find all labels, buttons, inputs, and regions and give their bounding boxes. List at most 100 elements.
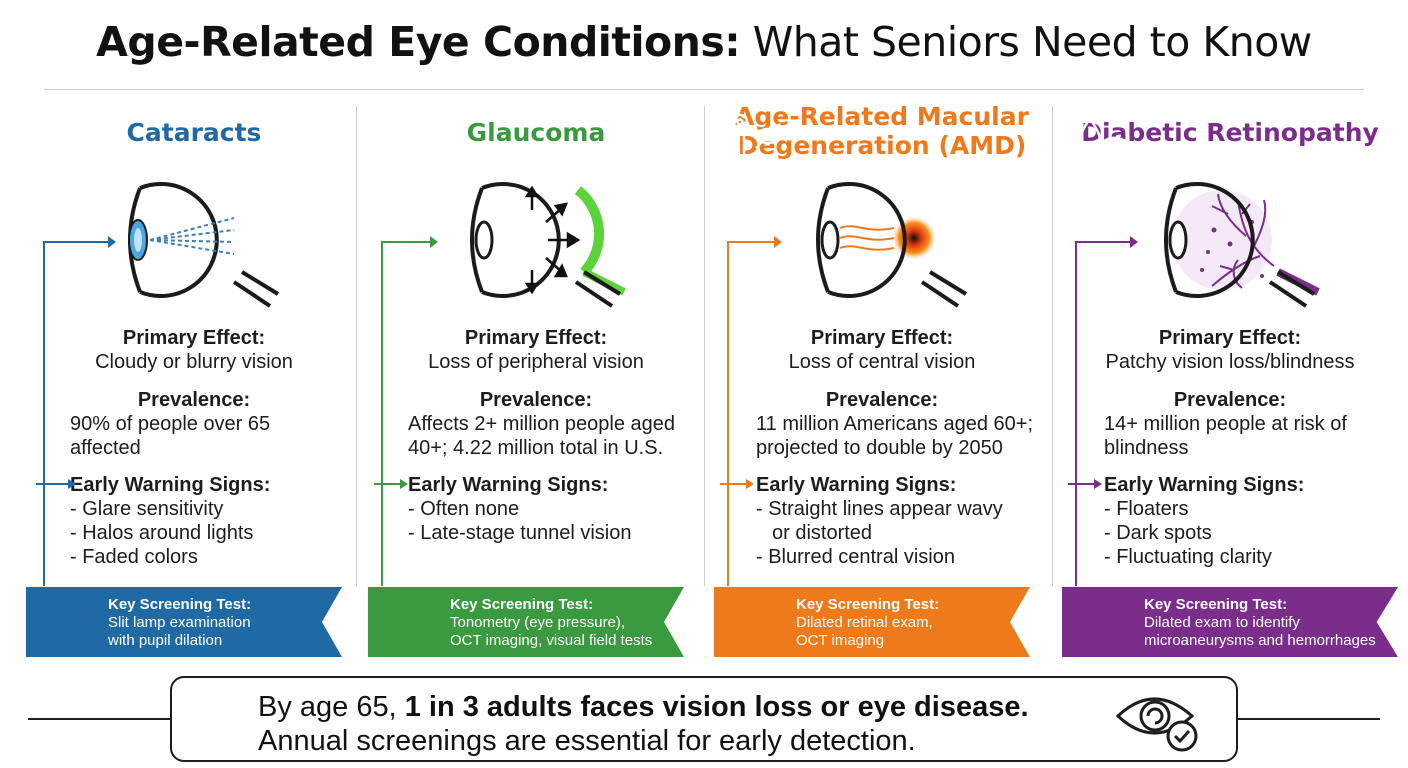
prevalence-section: Prevalence: 14+ million people at risk o… bbox=[1062, 388, 1398, 460]
warning-sign: - Blurred central vision bbox=[756, 546, 955, 568]
primary-effect-text: Loss of peripheral vision bbox=[428, 351, 644, 373]
primary-effect-section: Primary Effect: Cloudy or blurry vision bbox=[26, 326, 362, 374]
key-message-line-2: Annual screenings are essential for earl… bbox=[258, 725, 916, 757]
prevalence-section: Prevalence: Affects 2+ million people ag… bbox=[368, 388, 704, 460]
blood-drop-eye-icon bbox=[1078, 115, 1134, 156]
warning-signs-label: Early Warning Signs: bbox=[70, 474, 271, 496]
warning-sign: - Fluctuating clarity bbox=[1104, 546, 1272, 568]
prevalence-label: Prevalence: bbox=[137, 389, 251, 411]
key-message: By age 65, 1 in 3 adults faces vision lo… bbox=[258, 690, 1029, 758]
column-divider bbox=[1052, 106, 1053, 586]
key-message-lead: By age 65, bbox=[258, 691, 405, 723]
bottom-rule-left bbox=[28, 718, 172, 720]
screening-label: Key Screening Test: bbox=[1144, 596, 1288, 613]
warning-sign: - Halos around lights bbox=[70, 522, 254, 544]
primary-effect-label: Primary Effect: bbox=[464, 327, 608, 349]
key-message-highlight: 1 in 3 adults faces vision loss or eye d… bbox=[404, 691, 1029, 723]
primary-effect-text: Loss of central vision bbox=[788, 351, 976, 373]
condition-column-retinopathy: Diabetic Retinopathy Primary Effect: Pat… bbox=[1062, 100, 1398, 660]
screening-label: Key Screening Test: bbox=[108, 596, 252, 613]
magnifier-icon bbox=[44, 116, 88, 160]
prevalence-line: 11 million Americans aged 60+; bbox=[756, 413, 1034, 435]
column-divider bbox=[704, 106, 705, 586]
prevalence-line: blindness bbox=[1104, 437, 1189, 459]
screening-line: Dilated exam to identify bbox=[1144, 614, 1300, 631]
eye-check-icon bbox=[1115, 697, 1198, 752]
title-bold: Age-Related Eye Conditions: bbox=[96, 18, 741, 66]
warning-signs-section: Early Warning Signs: - Often none - Late… bbox=[368, 473, 704, 545]
prevalence-line: affected bbox=[70, 437, 141, 459]
title-light: What Seniors Need to Know bbox=[752, 18, 1313, 66]
warning-sign: - Faded colors bbox=[70, 546, 198, 568]
screening-text: Key Screening Test: Dilated exam to iden… bbox=[1144, 596, 1384, 650]
title-divider bbox=[44, 89, 1364, 90]
screening-label: Key Screening Test: bbox=[450, 596, 594, 613]
warning-sign: - Straight lines appear wavy bbox=[756, 498, 1003, 520]
warning-sign: - Dark spots bbox=[1104, 522, 1212, 544]
condition-column-cataracts: Cataracts Primary Effect: Cloudy or blur… bbox=[26, 100, 362, 660]
condition-title: Diabetic Retinopathy bbox=[1081, 118, 1379, 147]
warning-signs-label: Early Warning Signs: bbox=[408, 474, 609, 496]
screening-line: Slit lamp examination bbox=[108, 614, 251, 631]
condition-title: Glaucoma bbox=[466, 118, 606, 147]
primary-effect-label: Primary Effect: bbox=[122, 327, 266, 349]
screening-line: OCT imaging bbox=[796, 632, 885, 649]
key-message-line-1: By age 65, 1 in 3 adults faces vision lo… bbox=[258, 690, 1029, 724]
primary-effect-text: Cloudy or blurry vision bbox=[95, 351, 293, 373]
condition-title-line: Age-Related Macular bbox=[735, 102, 1029, 131]
condition-column-glaucoma: Glaucoma Primary Effect: Loss of periphe… bbox=[368, 100, 704, 660]
warning-signs-section: Early Warning Signs: - Floaters - Dark s… bbox=[1062, 473, 1398, 569]
prevalence-label: Prevalence: bbox=[1173, 389, 1287, 411]
cataract-eye-icon bbox=[128, 182, 280, 308]
screening-label: Key Screening Test: bbox=[796, 596, 940, 613]
primary-effect-section: Primary Effect: Loss of peripheral visio… bbox=[368, 326, 704, 374]
primary-effect-label: Primary Effect: bbox=[1158, 327, 1302, 349]
warning-signs-section: Early Warning Signs: - Glare sensitivity… bbox=[26, 473, 362, 569]
primary-effect-label: Primary Effect: bbox=[810, 327, 954, 349]
ophthalmoscope-icon bbox=[731, 113, 784, 158]
warning-sign: - Late-stage tunnel vision bbox=[408, 522, 632, 544]
screening-banner bbox=[368, 587, 684, 657]
primary-effect-section: Primary Effect: Loss of central vision bbox=[714, 326, 1050, 374]
screening-banner bbox=[26, 587, 342, 657]
warning-sign: - Often none bbox=[408, 498, 520, 520]
key-message-box: By age 65, 1 in 3 adults faces vision lo… bbox=[170, 676, 1238, 762]
connector-arrow bbox=[1068, 236, 1138, 586]
prevalence-section: Prevalence: 90% of people over 65 affect… bbox=[26, 388, 362, 460]
prevalence-line: 40+; 4.22 million total in U.S. bbox=[408, 437, 664, 459]
retinopathy-eye-icon bbox=[1164, 182, 1320, 308]
amd-eye-icon bbox=[816, 182, 968, 308]
prevalence-label: Prevalence: bbox=[479, 389, 593, 411]
prevalence-section: Prevalence: 11 million Americans aged 60… bbox=[714, 388, 1050, 460]
bottom-rule-right bbox=[1236, 718, 1380, 720]
condition-title: Age-Related Macular Degeneration (AMD) bbox=[714, 102, 1050, 160]
screening-line: OCT imaging, visual field tests bbox=[450, 632, 653, 649]
condition-column-amd: Age-Related Macular Degeneration (AMD) P… bbox=[714, 100, 1050, 660]
connector-arrow bbox=[374, 236, 438, 586]
screening-line: Dilated retinal exam, bbox=[796, 614, 933, 631]
prevalence-line: 14+ million people at risk of bbox=[1104, 413, 1347, 435]
warning-signs-section: Early Warning Signs: - Straight lines ap… bbox=[714, 473, 1050, 569]
warning-sign: - Glare sensitivity bbox=[70, 498, 224, 520]
glaucoma-eye-icon bbox=[470, 182, 626, 308]
prevalence-line: projected to double by 2050 bbox=[756, 437, 1003, 459]
primary-effect-text: Patchy vision loss/blindness bbox=[1105, 351, 1355, 373]
column-divider bbox=[356, 106, 357, 586]
warning-signs-label: Early Warning Signs: bbox=[1104, 474, 1305, 496]
connector-arrow bbox=[36, 236, 116, 586]
prevalence-label: Prevalence: bbox=[825, 389, 939, 411]
warning-sign: or distorted bbox=[772, 522, 873, 544]
screening-text: Key Screening Test: Slit lamp examinatio… bbox=[108, 596, 348, 650]
screening-line: microaneurysms and hemorrhages bbox=[1144, 632, 1376, 649]
screening-banner bbox=[714, 587, 1030, 657]
screening-text: Key Screening Test: Tonometry (eye press… bbox=[450, 596, 690, 650]
warning-signs-label: Early Warning Signs: bbox=[756, 474, 957, 496]
pressure-gauge-icon bbox=[387, 114, 427, 160]
condition-title: Cataracts bbox=[126, 118, 262, 147]
screening-text: Key Screening Test: Dilated retinal exam… bbox=[796, 596, 1036, 650]
prevalence-line: Affects 2+ million people aged bbox=[408, 413, 676, 435]
page-title: Age-Related Eye Conditions: What Seniors… bbox=[0, 18, 1408, 66]
prevalence-line: 90% of people over 65 bbox=[70, 413, 271, 435]
connector-arrow bbox=[720, 236, 782, 586]
primary-effect-section: Primary Effect: Patchy vision loss/blind… bbox=[1062, 326, 1398, 374]
